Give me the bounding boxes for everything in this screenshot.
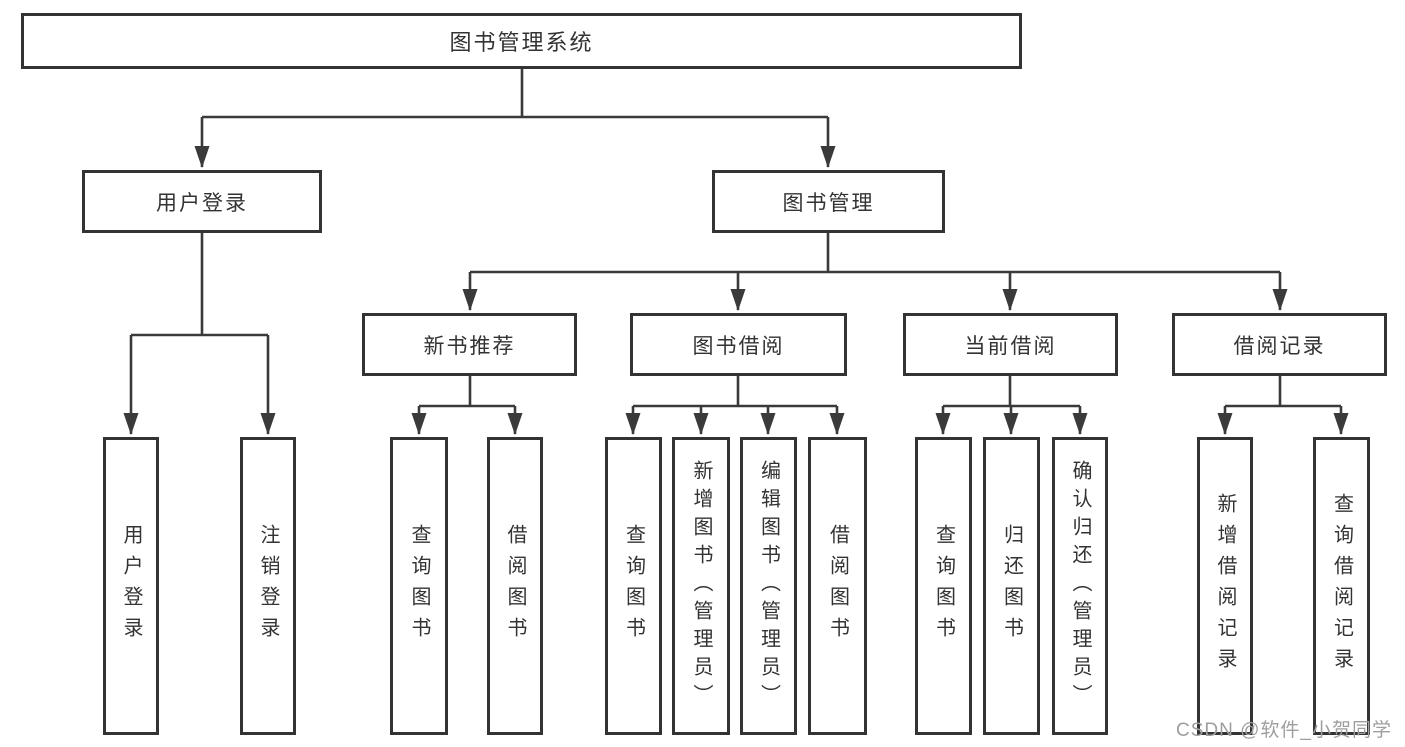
edge-borrow-records-trunk — [1225, 376, 1341, 408]
leaf-query-borrow-record: 查询借阅记录 — [1313, 437, 1370, 735]
leaf-query-book-borrow: 查询图书 — [605, 437, 662, 735]
node-label: 新增借阅记录 — [1214, 493, 1236, 679]
node-user-login: 用户登录 — [82, 170, 322, 233]
leaf-borrow-book-newrec: 借阅图书 — [487, 437, 543, 735]
node-label: 借阅图书 — [826, 524, 849, 648]
edge-book-borrow-trunk — [633, 376, 837, 408]
leaf-query-book-newrec: 查询图书 — [390, 437, 448, 735]
edge-new-book-recommend-trunk — [419, 376, 515, 408]
node-book-management: 图书管理 — [712, 170, 945, 233]
leaf-edit-book-admin: 编辑图书（管理员） — [740, 437, 797, 735]
leaf-user-login: 用户登录 — [103, 437, 159, 735]
node-label: 新增图书（管理员） — [690, 460, 712, 712]
leaf-add-book-admin: 新增图书（管理员） — [672, 437, 730, 735]
node-label: 借阅图书 — [504, 524, 526, 648]
node-label: 注销登录 — [257, 524, 279, 648]
node-label: 编辑图书（管理员） — [757, 460, 780, 712]
leaf-logout: 注销登录 — [240, 437, 296, 735]
node-label: 归还图书 — [1000, 524, 1023, 648]
leaf-borrow-book: 借阅图书 — [808, 437, 867, 735]
node-label: 确认归还（管理员） — [1069, 460, 1091, 712]
node-root: 图书管理系统 — [21, 13, 1022, 69]
leaf-confirm-return-admin: 确认归还（管理员） — [1052, 437, 1108, 735]
watermark: CSDN @软件_小贺同学 — [1176, 720, 1392, 741]
node-label: 查询图书 — [932, 524, 955, 648]
leaf-query-book-current: 查询图书 — [915, 437, 972, 735]
edge-user-login-trunk — [131, 233, 268, 337]
node-current-borrow: 当前借阅 — [903, 313, 1118, 376]
edge-current-borrow-trunk — [943, 376, 1080, 408]
edge-book-management-trunk — [470, 233, 1280, 274]
node-new-book-recommend: 新书推荐 — [362, 313, 577, 376]
node-label: 查询图书 — [408, 524, 430, 648]
node-book-borrow: 图书借阅 — [630, 313, 847, 376]
leaf-add-borrow-record: 新增借阅记录 — [1197, 437, 1253, 735]
node-label: 用户登录 — [120, 524, 142, 648]
node-label: 查询图书 — [622, 524, 645, 648]
leaf-return-book: 归还图书 — [983, 437, 1040, 735]
edge-root-trunk — [202, 69, 828, 119]
node-borrow-records: 借阅记录 — [1172, 313, 1387, 376]
node-label: 查询借阅记录 — [1330, 493, 1353, 679]
